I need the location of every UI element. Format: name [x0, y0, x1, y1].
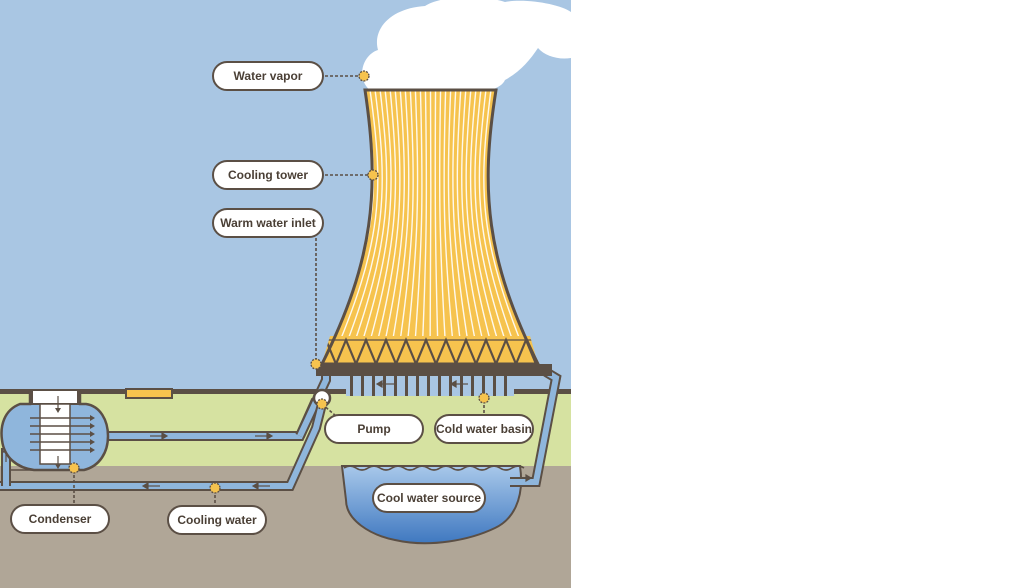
water-vapor-cloud	[362, 0, 571, 96]
tower-stripe	[387, 90, 410, 364]
tower-stripe	[438, 90, 448, 364]
tower-stripe	[337, 90, 383, 364]
tower-leg	[471, 376, 474, 396]
arrow-icon	[514, 473, 533, 483]
tower-stripe	[429, 90, 432, 364]
flow-arrows	[1, 431, 533, 491]
tower-leg	[361, 376, 364, 396]
tower-leg	[493, 376, 496, 396]
dotted-circle-icon	[209, 482, 221, 494]
tower-stripe	[396, 90, 414, 364]
tower-stripe	[379, 90, 406, 364]
tower-stripe	[354, 90, 392, 364]
condenser-unit	[0, 389, 110, 472]
tower-leg	[449, 376, 452, 396]
arrow-icon	[251, 481, 270, 491]
cooling-tower	[316, 88, 552, 396]
tower-leg	[482, 376, 485, 396]
tower-stripe	[456, 90, 481, 364]
tower-leg	[438, 376, 441, 396]
callout-dots	[68, 70, 490, 494]
arrow-icon	[255, 431, 274, 441]
tower-leg	[394, 376, 397, 396]
tower-leg	[416, 376, 419, 396]
tower-stripe	[346, 90, 388, 364]
tower-leg	[383, 376, 386, 396]
tower-stripe	[474, 90, 514, 364]
label-water-vapor: Water vapor	[212, 61, 324, 91]
label-warm-water-inlet: Warm water inlet	[212, 208, 324, 238]
tower-stripes	[322, 90, 538, 364]
arrow-icon	[141, 481, 160, 491]
tower-stripe	[443, 90, 456, 364]
tower-leg	[350, 376, 353, 396]
arrow-icon	[150, 431, 169, 441]
dotted-circle-icon	[367, 169, 379, 181]
tower-stripe	[329, 90, 379, 364]
tower-stripe	[420, 90, 428, 364]
label-cooling-water: Cooling water	[167, 505, 267, 535]
tower-stripe	[469, 90, 506, 364]
dotted-circle-icon	[68, 462, 80, 474]
label-condenser: Condenser	[10, 504, 110, 534]
tower-stripe	[447, 90, 464, 364]
tower-stripe	[412, 90, 423, 364]
tower-stripe	[465, 90, 498, 364]
ground-line	[0, 389, 571, 394]
tower-stripe	[371, 90, 401, 364]
tower-stripe	[404, 90, 419, 364]
label-pump: Pump	[324, 414, 424, 444]
cooling-tower-diagram: Water vapor Cooling tower Warm water inl…	[0, 0, 571, 588]
tower-leg	[504, 376, 507, 396]
ground-plate	[125, 388, 173, 399]
tower-leg	[405, 376, 408, 396]
label-cooling-tower: Cooling tower	[212, 160, 324, 190]
basin-flow-arrows	[375, 379, 468, 389]
tower-fill-zigzag	[322, 336, 538, 364]
tower-stripe	[461, 90, 489, 364]
dotted-circle-icon	[310, 358, 322, 370]
label-cold-water-basin: Cold water basin	[434, 414, 534, 444]
tower-leg	[460, 376, 463, 396]
tower-legs	[350, 376, 507, 396]
tower-leg	[427, 376, 430, 396]
tower-stripe	[452, 90, 473, 364]
tower-stripe	[478, 90, 523, 364]
tower-stripe	[434, 90, 440, 364]
tower-leg	[372, 376, 375, 396]
tower-stripe	[483, 90, 531, 364]
dotted-circle-icon	[316, 398, 328, 410]
tower-stripe	[362, 90, 397, 364]
label-cool-water-source: Cool water source	[372, 483, 486, 513]
dotted-circle-icon	[478, 392, 490, 404]
dotted-circle-icon	[358, 70, 370, 82]
